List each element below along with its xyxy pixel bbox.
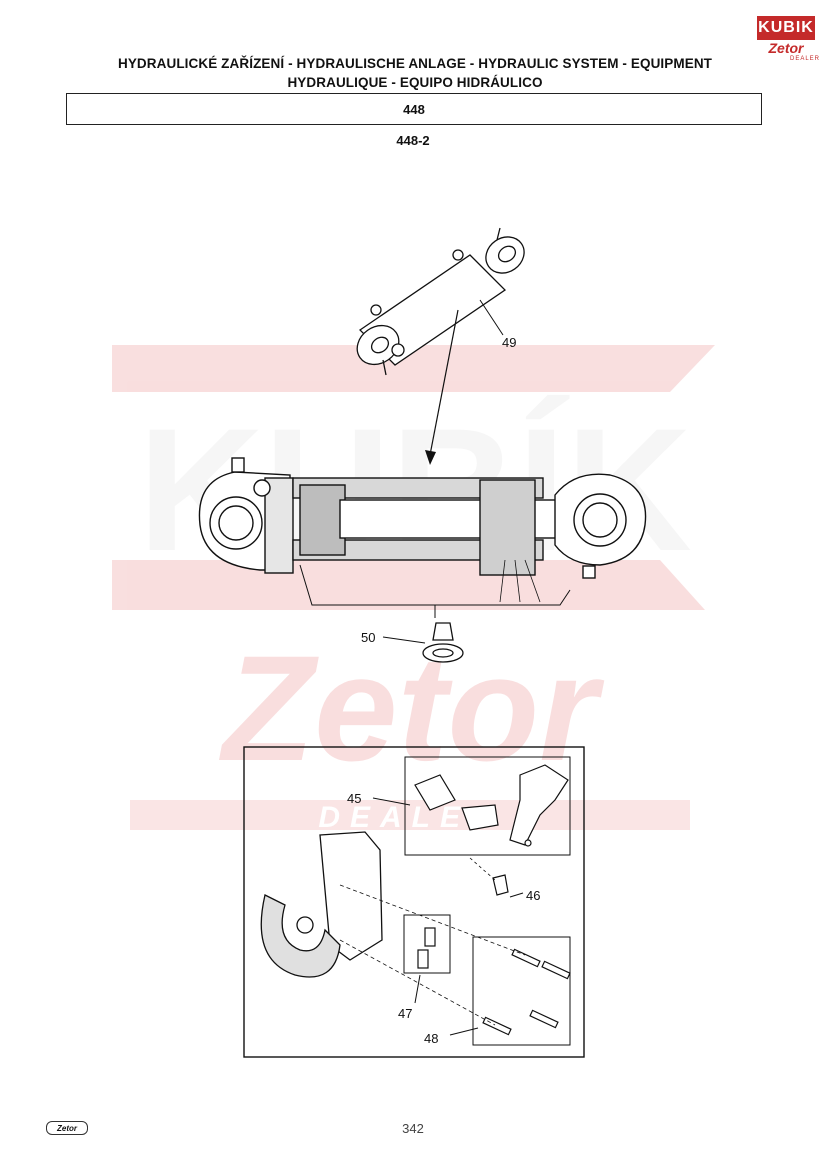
seal-leader-3: [524, 559, 541, 603]
latch-lever: [509, 764, 569, 846]
watermark-band-bottom: [112, 560, 705, 610]
small-cylinder-port-left: [370, 304, 382, 316]
page-title-line-1: HYDRAULICKÉ ZAŘÍZENÍ - HYDRAULISCHE ANLA…: [117, 56, 713, 71]
callout-47: 47: [398, 1006, 412, 1021]
small-cylinder-eye-left: [370, 336, 390, 354]
section-code: 448: [403, 101, 425, 117]
section-right-eye-inner: [582, 502, 618, 538]
callout-49-leader: [479, 299, 504, 336]
latch-parts-box: [404, 756, 571, 856]
pin-path-2: [339, 939, 496, 1026]
seal-kit-bracket: [299, 564, 571, 606]
latch-pin: [524, 839, 532, 847]
pin-3: [482, 1016, 512, 1036]
footer-logo: Zetor: [46, 1121, 88, 1135]
callout-45-leader: [372, 797, 411, 806]
watermark-band-top: [112, 345, 715, 392]
watermark-sub-text: Zetor: [219, 624, 606, 792]
subsection-code: 448-2: [396, 133, 430, 148]
callout-46-leader: [509, 892, 524, 898]
hitch-assembly-frame: [243, 746, 585, 1058]
seal-leader-1: [499, 559, 506, 603]
small-cylinder-fitting: [382, 359, 387, 376]
small-cylinder: [356, 227, 525, 376]
small-cylinder-eye-right: [497, 245, 517, 263]
hook-latch: [296, 916, 314, 934]
view-arrow: [429, 309, 459, 456]
latch-plate: [461, 804, 499, 831]
section-piston: [299, 484, 346, 556]
section-left-eye-inner: [218, 505, 254, 541]
page-number: 342: [402, 1121, 424, 1136]
section-left-cap: [264, 477, 294, 574]
hook: [260, 831, 383, 978]
section-fitting-top: [231, 457, 245, 473]
callout-48: 48: [424, 1031, 438, 1046]
dealer-logo-label: DEALER: [790, 56, 821, 62]
small-cylinder-fitting-top: [496, 227, 501, 241]
callout-48-leader: [449, 1027, 479, 1036]
seal-part: [422, 622, 464, 663]
view-arrow-head: [425, 450, 436, 465]
pins: [482, 948, 571, 1036]
callout-46: 46: [526, 888, 540, 903]
bushings-box: [403, 914, 451, 974]
callout-49: 49: [502, 335, 516, 350]
seal-neck: [432, 622, 454, 641]
callout-50-leader: [382, 636, 426, 644]
section-fitting-bottom: [582, 565, 596, 579]
bushing-1: [424, 927, 436, 947]
grease-fitting-path: [469, 857, 496, 881]
pin-1: [511, 948, 541, 968]
callout-50: 50: [361, 630, 375, 645]
sectional-cylinder: [198, 457, 647, 579]
dealer-logo-sub: Zetor: [768, 40, 804, 56]
pin-2: [541, 960, 571, 980]
seal-leader-2: [514, 559, 521, 603]
latch-parts: [414, 764, 569, 847]
callout-47-leader: [414, 974, 421, 1004]
seal-ring-inner: [432, 648, 454, 658]
grease-fitting: [492, 874, 509, 896]
pin-path-1: [339, 884, 526, 956]
pins-box: [472, 936, 571, 1046]
latch-block: [414, 774, 456, 811]
section-gland: [479, 479, 536, 576]
page-title-line-2: HYDRAULIQUE - EQUIPO HIDRÁULICO: [287, 75, 543, 90]
dealer-logo-brand: KUBIK: [757, 16, 815, 40]
callout-45: 45: [347, 791, 361, 806]
watermark: KUBÍK Zetor DEALER: [112, 345, 715, 834]
bushing-2: [417, 949, 429, 969]
pin-4: [529, 1009, 559, 1029]
small-cylinder-port-top: [452, 249, 464, 261]
section-code-box: 448: [66, 93, 762, 125]
small-cylinder-port: [391, 343, 405, 357]
bushings: [417, 927, 436, 969]
section-port: [253, 479, 271, 497]
hook-tip: [260, 894, 341, 978]
